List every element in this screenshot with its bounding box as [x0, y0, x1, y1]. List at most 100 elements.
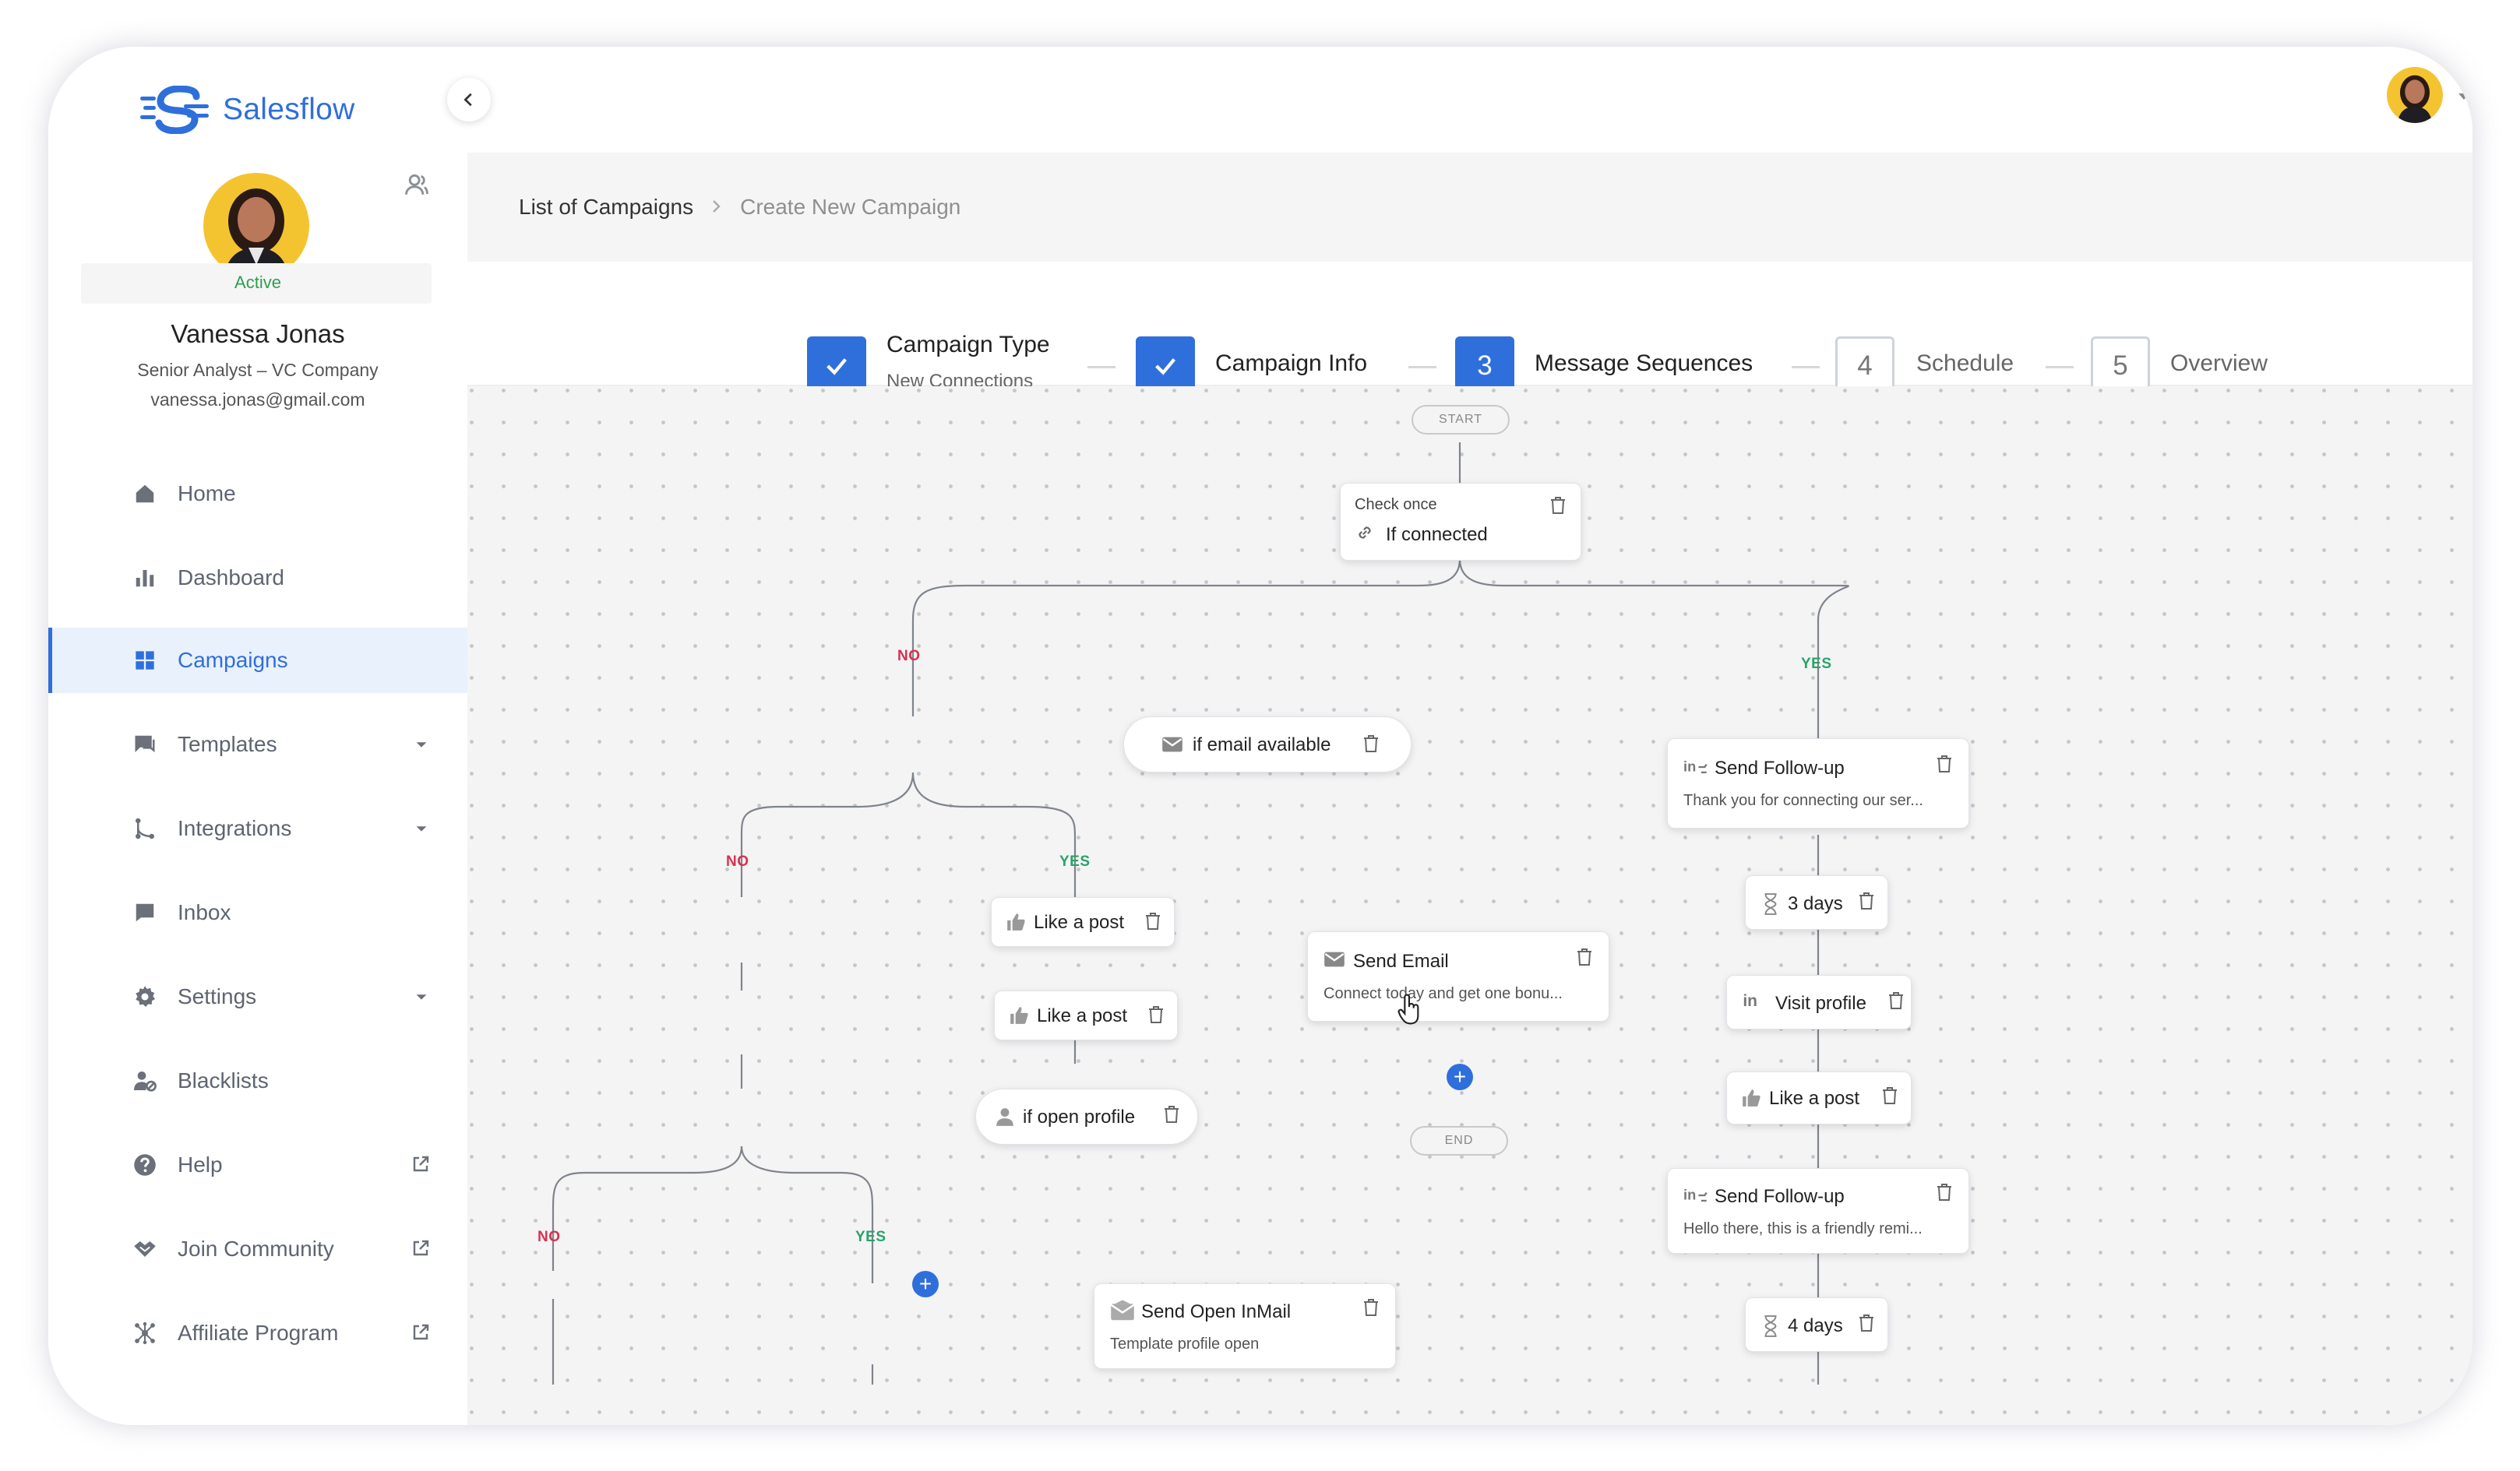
- node-wait-4-days[interactable]: 4 days: [1745, 1297, 1888, 1352]
- breadcrumb-current: Create New Campaign: [740, 195, 961, 219]
- trash-icon[interactable]: [1549, 496, 1567, 519]
- trash-icon[interactable]: [1163, 1105, 1180, 1128]
- node-title: Send Open InMail: [1141, 1301, 1292, 1322]
- nav-item-integrations[interactable]: Integrations: [48, 796, 467, 861]
- trash-icon[interactable]: [1936, 755, 1953, 777]
- trash-icon[interactable]: [1144, 912, 1161, 934]
- node-title: If connected: [1386, 524, 1488, 545]
- profile-role: Senior Analyst – VC Company: [137, 360, 379, 380]
- step-4-number[interactable]: 4: [1835, 336, 1894, 396]
- external-link-icon[interactable]: [411, 1238, 430, 1263]
- chevron-down-icon[interactable]: [2458, 93, 2469, 100]
- breadcrumb-parent[interactable]: List of Campaigns: [519, 195, 694, 219]
- svg-text:in: in: [1683, 1187, 1696, 1203]
- nav-item-blacklists[interactable]: Blacklists: [48, 1048, 467, 1114]
- flow-canvas[interactable]: START Check once If connected NO YES if …: [467, 386, 2472, 1425]
- node-if-open-profile[interactable]: if open profile: [975, 1089, 1198, 1145]
- gear-icon: [132, 984, 157, 1009]
- nav-item-templates[interactable]: Templates: [48, 712, 467, 777]
- chevron-right-icon: [710, 195, 723, 220]
- step-4-title[interactable]: Schedule: [1916, 350, 2014, 376]
- trash-icon[interactable]: [1147, 1005, 1165, 1028]
- node-send-email[interactable]: Send Email Connect today and get one bon…: [1307, 931, 1609, 1022]
- trash-icon[interactable]: [1881, 1086, 1898, 1109]
- nav-item-campaigns[interactable]: Campaigns: [48, 628, 467, 693]
- step-5-title[interactable]: Overview: [2170, 350, 2268, 376]
- step-1-title[interactable]: Campaign Type: [886, 332, 1050, 357]
- trash-icon[interactable]: [1576, 948, 1593, 970]
- envelope-icon: [1161, 734, 1183, 755]
- nav-item-dashboard[interactable]: Dashboard: [48, 545, 467, 611]
- node-visit-profile[interactable]: in Visit profile: [1726, 975, 1912, 1029]
- nav-label: Campaigns: [178, 648, 288, 672]
- node-if-connected[interactable]: Check once If connected: [1340, 483, 1581, 561]
- node-like-post[interactable]: Like a post: [1726, 1072, 1912, 1124]
- nav-label: Help: [178, 1153, 223, 1177]
- chevron-down-icon[interactable]: [413, 986, 430, 1011]
- node-if-email-available[interactable]: if email available: [1123, 716, 1412, 772]
- external-link-icon[interactable]: [411, 1154, 430, 1179]
- trash-icon[interactable]: [1936, 1183, 1953, 1205]
- app-window: Salesflow Active Vanessa Jonas Senior An…: [48, 47, 2472, 1425]
- node-like-post[interactable]: Like a post: [991, 897, 1175, 947]
- person-icon: [995, 1107, 1015, 1127]
- user-avatar[interactable]: [2387, 67, 2443, 123]
- nav-label: Settings: [178, 984, 257, 1008]
- collapse-sidebar-button[interactable]: [447, 78, 491, 121]
- node-title: Like a post: [1037, 1005, 1128, 1026]
- chevron-down-icon[interactable]: [413, 734, 430, 758]
- node-like-post[interactable]: Like a post: [994, 991, 1178, 1040]
- node-title: Like a post: [1034, 912, 1125, 933]
- envelope-icon: [1323, 949, 1345, 970]
- logo[interactable]: Salesflow: [140, 86, 355, 134]
- nav-item-home[interactable]: Home: [48, 461, 467, 526]
- node-send-follow-up[interactable]: in Send Follow-up Thank you for connecti…: [1667, 738, 1969, 829]
- svg-text:in: in: [1743, 992, 1757, 1010]
- integration-icon: [132, 816, 157, 841]
- node-send-open-inmail[interactable]: Send Open InMail Template profile open: [1094, 1283, 1396, 1369]
- link-icon: [1355, 523, 1375, 543]
- step-3-number[interactable]: 3: [1455, 336, 1514, 396]
- account-switch-icon[interactable]: [404, 171, 430, 202]
- flow-end: END: [1410, 1126, 1508, 1156]
- svg-text:in: in: [1683, 758, 1696, 775]
- external-link-icon[interactable]: [411, 1322, 430, 1347]
- step-3-title[interactable]: Message Sequences: [1535, 350, 1753, 376]
- node-wait-3-days[interactable]: 3 days: [1745, 875, 1888, 930]
- nav-label: Home: [178, 481, 236, 505]
- hourglass-icon: [1763, 1315, 1778, 1337]
- node-subtitle: Hello there, this is a friendly remi...: [1683, 1220, 1923, 1237]
- trash-icon[interactable]: [1362, 1298, 1380, 1321]
- step-5-number[interactable]: 5: [2091, 336, 2150, 396]
- trash-icon[interactable]: [1362, 734, 1380, 757]
- trash-icon[interactable]: [1858, 892, 1875, 914]
- trash-icon[interactable]: [1858, 1314, 1875, 1336]
- node-label: Check once: [1355, 496, 1437, 513]
- node-subtitle: Connect today and get one bonu...: [1323, 985, 1563, 1002]
- node-send-follow-up[interactable]: in Send Follow-up Hello there, this is a…: [1667, 1168, 1969, 1254]
- add-step-button[interactable]: +: [912, 1271, 939, 1297]
- community-icon: [132, 1237, 157, 1262]
- nav-item-inbox[interactable]: Inbox: [48, 880, 467, 945]
- nav-item-join-community[interactable]: Join Community: [48, 1216, 467, 1282]
- step-2-title[interactable]: Campaign Info: [1215, 350, 1368, 376]
- nav-label: Dashboard: [178, 565, 284, 589]
- branch-no-label: NO: [726, 853, 749, 870]
- step-2-check[interactable]: [1136, 336, 1195, 396]
- affiliate-icon: [132, 1321, 157, 1346]
- trash-icon[interactable]: [1887, 991, 1905, 1014]
- step-connector: [1087, 366, 1115, 368]
- nav-label: Join Community: [178, 1237, 334, 1261]
- chevron-down-icon[interactable]: [413, 818, 430, 843]
- node-subtitle: Thank you for connecting our ser...: [1683, 792, 1923, 809]
- add-step-button[interactable]: +: [1447, 1064, 1473, 1090]
- branch-yes-label: YES: [855, 1229, 886, 1245]
- help-icon: [132, 1153, 157, 1177]
- nav-item-settings[interactable]: Settings: [48, 964, 467, 1029]
- nav-item-affiliate-program[interactable]: Affiliate Program: [48, 1300, 467, 1366]
- nav-label: Affiliate Program: [178, 1321, 339, 1345]
- nav-item-help[interactable]: Help: [48, 1132, 467, 1198]
- step-1-check[interactable]: [807, 336, 866, 396]
- profile-avatar[interactable]: [203, 173, 309, 279]
- hand-cursor-icon: [1396, 994, 1422, 1025]
